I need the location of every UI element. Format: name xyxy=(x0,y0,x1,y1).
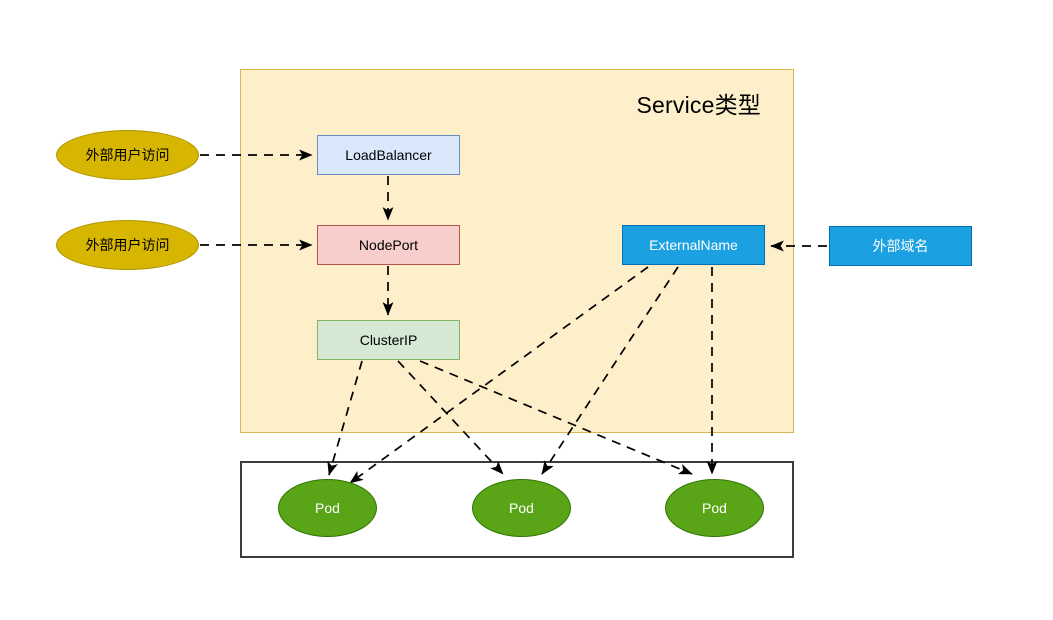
external-user-access-1-label: 外部用户访问 xyxy=(85,146,170,163)
pod-node-2[interactable]: Pod xyxy=(472,479,571,537)
pod-node-3[interactable]: Pod xyxy=(665,479,764,537)
service-types-title: Service类型 xyxy=(636,92,761,118)
loadbalancer-label: LoadBalancer xyxy=(345,146,432,163)
pod-node-3-label: Pod xyxy=(702,499,727,516)
pod-node-1[interactable]: Pod xyxy=(278,479,377,537)
external-user-access-1[interactable]: 外部用户访问 xyxy=(56,130,199,180)
loadbalancer-node[interactable]: LoadBalancer xyxy=(317,135,460,175)
external-user-access-2[interactable]: 外部用户访问 xyxy=(56,220,199,270)
external-domain-node[interactable]: 外部域名 xyxy=(829,226,972,266)
pod-node-2-label: Pod xyxy=(509,499,534,516)
pod-node-1-label: Pod xyxy=(315,499,340,516)
clusterip-label: ClusterIP xyxy=(359,331,418,348)
nodeport-label: NodePort xyxy=(358,236,419,253)
externalname-node[interactable]: ExternalName xyxy=(622,225,765,265)
external-user-access-2-label: 外部用户访问 xyxy=(85,236,170,253)
nodeport-node[interactable]: NodePort xyxy=(317,225,460,265)
externalname-label: ExternalName xyxy=(649,236,738,253)
clusterip-node[interactable]: ClusterIP xyxy=(317,320,460,360)
external-domain-label: 外部域名 xyxy=(872,237,929,254)
